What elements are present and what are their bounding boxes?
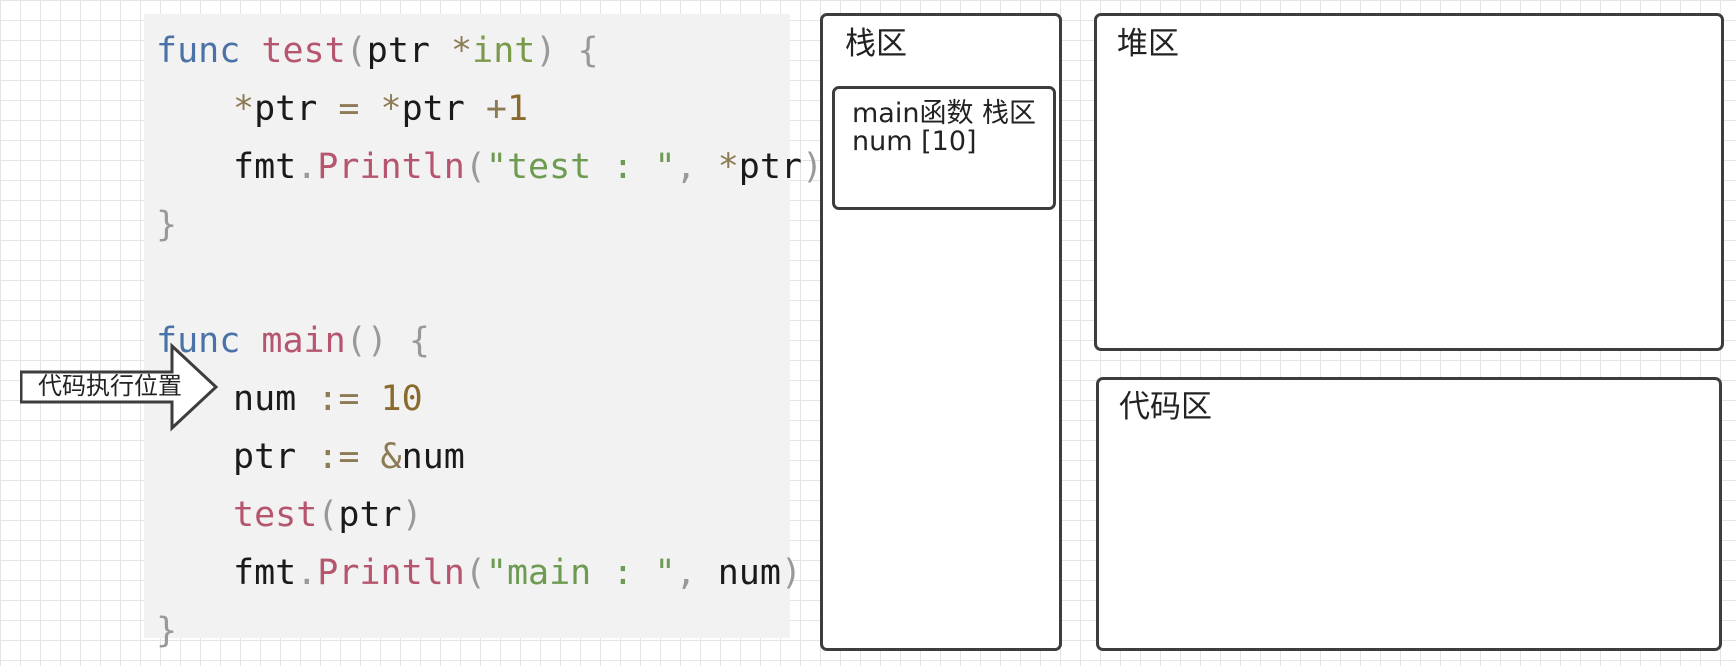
code-token: num	[233, 379, 297, 419]
code-token: *	[451, 31, 473, 71]
code-token: 1	[506, 89, 529, 129]
code-token: main	[261, 321, 346, 361]
code-token: .	[296, 147, 318, 187]
code-line: func test(ptr *int) {	[156, 23, 599, 79]
frame-variable: num [10]	[852, 126, 977, 157]
code-block: func test(ptr *int) { *ptr = *ptr +1 fmt…	[144, 14, 823, 651]
code-line: test(ptr)	[233, 487, 423, 543]
execution-arrow	[20, 342, 219, 432]
code-line: fmt.Println("test : ", *ptr)	[233, 139, 823, 195]
code-token: (	[464, 553, 486, 593]
code-token: "test : "	[485, 147, 676, 187]
code-token: ,	[675, 147, 718, 187]
code-token: func	[156, 31, 241, 71]
code-area-title: 代码区	[1119, 389, 1212, 425]
code-token: .	[296, 553, 318, 593]
heap-panel: 堆区	[1094, 13, 1724, 351]
frame-title: main函数 栈区	[852, 98, 1037, 129]
code-token: "main : "	[485, 553, 676, 593]
code-area-panel: 代码区	[1096, 377, 1722, 651]
code-token: =	[317, 89, 381, 129]
code-token: }	[156, 205, 178, 245]
code-token: int	[472, 31, 536, 71]
code-token: Println	[317, 147, 465, 187]
code-token: :=	[296, 437, 381, 477]
code-token: func	[156, 321, 241, 361]
code-token: )	[780, 553, 802, 593]
code-line: num := 10	[233, 371, 423, 427]
code-line: func main() {	[156, 313, 430, 369]
code-token	[240, 321, 261, 361]
code-token: fmt	[233, 553, 297, 593]
code-token: () {	[345, 321, 430, 361]
code-token: test	[233, 495, 318, 535]
code-token: ptr	[738, 147, 802, 187]
code-token	[240, 31, 261, 71]
code-line: *ptr = *ptr +1	[233, 81, 528, 137]
stack-panel: 栈区 main函数 栈区 num [10]	[820, 13, 1062, 651]
code-token: *	[233, 89, 255, 129]
heap-title: 堆区	[1117, 26, 1179, 62]
code-token: :=	[296, 379, 381, 419]
code-token: ptr	[366, 31, 430, 71]
code-token: (	[464, 147, 486, 187]
code-token: Println	[317, 553, 465, 593]
code-token: +	[464, 89, 507, 129]
code-line: }	[156, 197, 177, 253]
code-token: (	[345, 31, 367, 71]
code-line: fmt.Println("main : ", num)	[233, 545, 802, 601]
code-token: }	[156, 611, 178, 651]
main-stack-frame: main函数 栈区 num [10]	[832, 86, 1056, 210]
code-token: ,	[675, 553, 718, 593]
code-token: )	[401, 495, 423, 535]
code-line: }	[156, 603, 177, 659]
execution-arrow-label: 代码执行位置	[38, 372, 182, 400]
code-token: *	[380, 89, 402, 129]
code-token: ptr	[338, 495, 402, 535]
code-token: ptr	[233, 437, 297, 477]
code-line: ptr := &num	[233, 429, 465, 485]
code-token: ptr	[254, 89, 318, 129]
code-token: *	[717, 147, 739, 187]
code-token: )	[802, 147, 824, 187]
code-token: fmt	[233, 147, 297, 187]
stack-title: 栈区	[845, 26, 907, 62]
code-token: &	[380, 437, 402, 477]
code-token: 10	[380, 379, 423, 419]
code-token: test	[261, 31, 346, 71]
code-token: num	[401, 437, 465, 477]
code-token: ptr	[401, 89, 465, 129]
code-token: (	[317, 495, 339, 535]
code-token: ) {	[535, 31, 599, 71]
code-token	[430, 31, 451, 71]
code-token: num	[717, 553, 781, 593]
